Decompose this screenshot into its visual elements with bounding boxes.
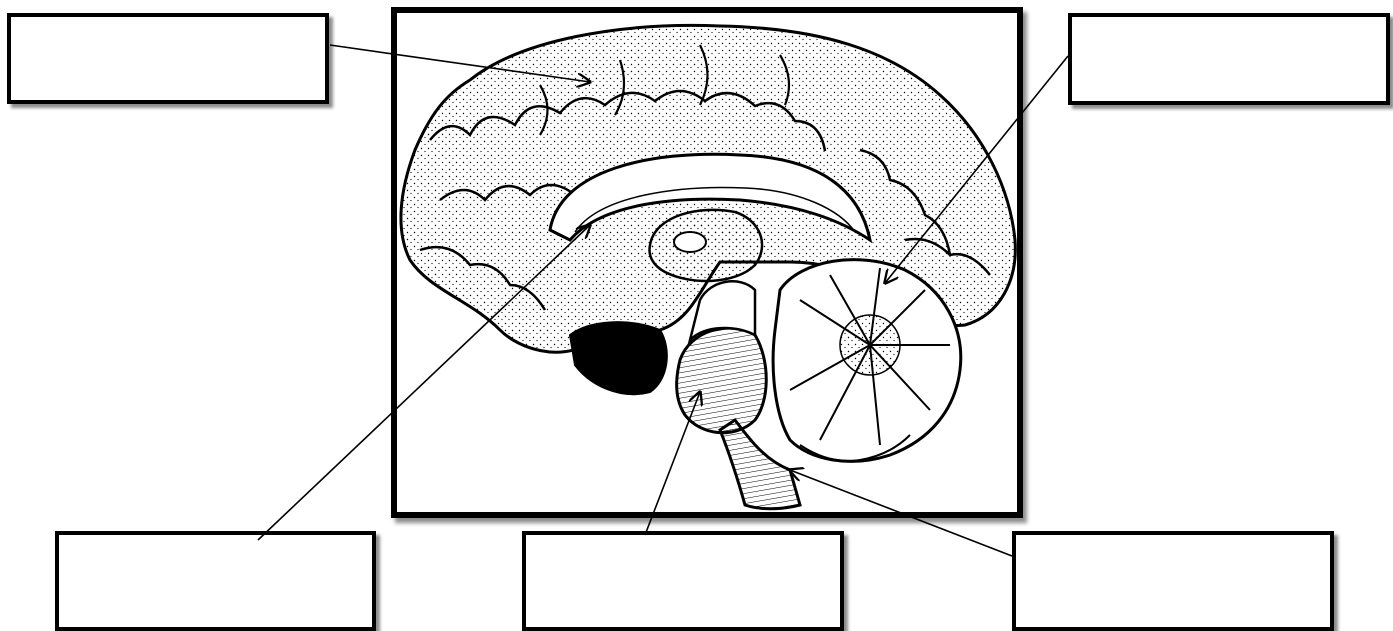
hypothalamus-region [570,322,667,394]
pointer-line-bottom-right [790,470,1012,556]
pointer-line-bottom-center [645,392,700,535]
cerebellum [773,260,961,462]
